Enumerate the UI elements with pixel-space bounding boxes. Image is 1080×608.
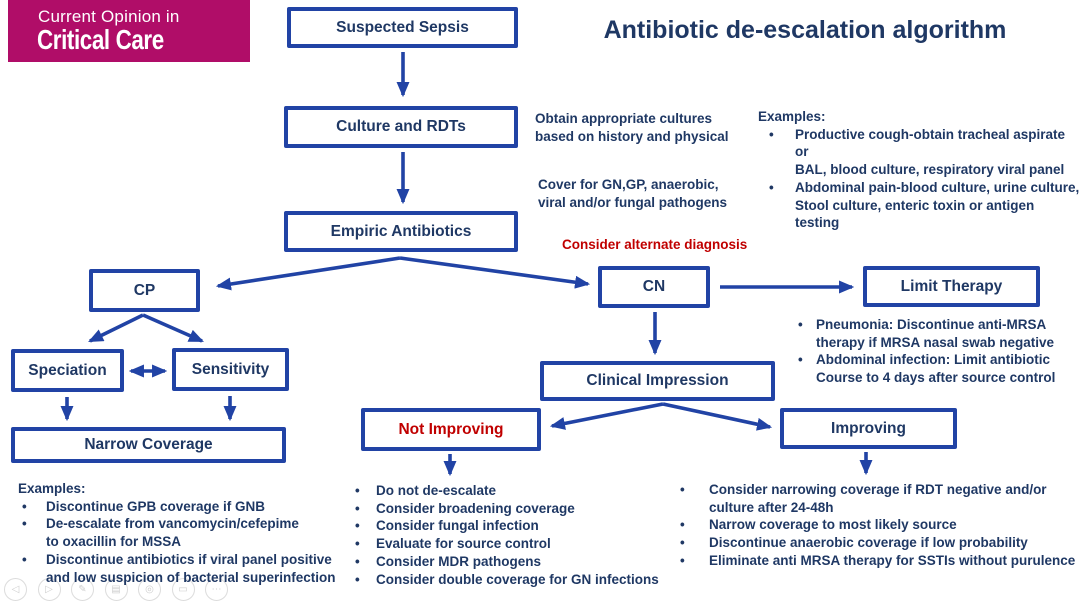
slide-title: Antibiotic de-escalation algorithm (603, 16, 1007, 44)
presenter-toolbar: ◁ ▷ ✎ ▤ ◎ ▭ ⋯ (4, 578, 228, 601)
list-item-text: Pneumonia: Discontinue anti-MRSA therapy… (816, 317, 1055, 350)
bullet: • (355, 500, 360, 516)
list-item: • Abdominal pain-blood culture, urine cu… (756, 179, 1080, 232)
list-item-text: Consider double coverage for GN infectio… (376, 571, 659, 587)
list-item-text: Consider narrowing coverage if RDT negat… (709, 482, 1047, 515)
flow-box-narrow-coverage: Narrow Coverage (11, 427, 286, 463)
bullet: • (769, 179, 774, 195)
list-item: • Discontinue antibiotics if viral panel… (16, 551, 336, 586)
bullet: • (769, 126, 774, 142)
bullet: • (22, 516, 27, 532)
toolbar-icon-glyph: ▷ (45, 584, 53, 595)
improving-actions: • Consider narrowing coverage if RDT neg… (676, 481, 1080, 570)
list-item: • Pneumonia: Discontinue anti-MRSA thera… (796, 316, 1068, 351)
list-item: • Productive cough-obtain tracheal aspir… (756, 126, 1080, 179)
bullet: • (798, 352, 803, 368)
list-item-text: Abdominal pain-blood culture, urine cult… (795, 179, 1080, 231)
bullet: • (355, 536, 360, 552)
examples-bottom-left-title: Examples: (18, 481, 86, 496)
zoom-slide-icon[interactable]: ◎ (138, 578, 161, 601)
list-item: • Discontinue GPB coverage if GNB (16, 498, 336, 516)
list-item: • Consider MDR pathogens (352, 553, 674, 571)
more-options-icon[interactable]: ⋯ (205, 578, 228, 601)
bullet: • (355, 518, 360, 534)
list-item-text: Discontinue antibiotics if viral panel p… (46, 551, 336, 585)
improving-actions-list: • Consider narrowing coverage if RDT neg… (676, 481, 1080, 570)
list-item-text: Evaluate for source control (376, 536, 551, 552)
list-item: • Evaluate for source control (352, 535, 674, 553)
bullet: • (355, 483, 360, 498)
list-item: • Abdominal infection: Limit antibiotic … (796, 351, 1068, 386)
list-item-text: Discontinue GPB coverage if GNB (46, 498, 266, 514)
limit-therapy-notes-list: • Pneumonia: Discontinue anti-MRSA thera… (796, 316, 1068, 387)
examples-top-right-list: • Productive cough-obtain tracheal aspir… (756, 126, 1080, 232)
list-item-text: Discontinue anaerobic coverage if low pr… (709, 535, 1028, 551)
bullet: • (680, 482, 685, 497)
limit-therapy-notes: • Pneumonia: Discontinue anti-MRSA thera… (796, 316, 1068, 387)
toolbar-icon-glyph: ▭ (178, 584, 188, 595)
note-obtain-cultures: Obtain appropriate cultures based on his… (535, 111, 729, 144)
list-item: • Eliminate anti MRSA therapy for SSTIs … (676, 552, 1080, 570)
bullet: • (22, 498, 27, 514)
examples-top-right: Examples: • Productive cough-obtain trac… (756, 108, 1080, 232)
toolbar-icon-glyph: ✎ (78, 584, 87, 595)
list-item: • De-escalate from vancomycin/cefepime t… (16, 515, 336, 550)
next-slide-icon[interactable]: ▷ (37, 578, 61, 601)
list-item-text: Productive cough-obtain tracheal aspirat… (795, 126, 1066, 178)
list-item-text: Consider MDR pathogens (376, 553, 542, 569)
bullet: • (680, 517, 685, 533)
journal-logo: Current Opinion in Critical Care (8, 0, 250, 62)
bullet: • (355, 553, 360, 569)
examples-top-right-title: Examples: (758, 109, 826, 124)
bullet: • (680, 552, 685, 568)
toolbar-icon-glyph: ◁ (11, 584, 20, 595)
bullet: • (680, 535, 685, 551)
list-item: • Consider broadening coverage (352, 500, 674, 518)
examples-bottom-left: Examples: • Discontinue GPB coverage if … (16, 480, 336, 586)
flow-box-culture-and-rdts: Culture and RDTs (284, 106, 518, 148)
flow-box-cp: CP (89, 269, 200, 312)
note-cover-pathogens: Cover for GN,GP, anaerobic, viral and/or… (538, 177, 728, 210)
flow-box-suspected-sepsis: Suspected Sepsis (287, 7, 518, 48)
list-item: • Consider fungal infection (352, 517, 674, 535)
list-item: • Do not de-escalate (352, 482, 674, 500)
subtitles-icon[interactable]: ▭ (171, 578, 195, 601)
pen-icon[interactable]: ✎ (71, 578, 94, 601)
list-item-text: De-escalate from vancomycin/cefepime to … (46, 516, 299, 550)
list-item-text: Consider broadening coverage (376, 500, 575, 516)
journal-logo-line1: Current Opinion in (38, 7, 180, 26)
not-improving-actions-list: • Do not de-escalate • Consider broadeni… (352, 482, 674, 588)
not-improving-actions: • Do not de-escalate • Consider broadeni… (352, 482, 674, 588)
list-item: • Consider narrowing coverage if RDT neg… (676, 481, 1080, 516)
list-item-text: Narrow coverage to most likely source (709, 517, 957, 533)
list-item-text: Eliminate anti MRSA therapy for SSTIs wi… (709, 552, 1076, 568)
flow-box-improving: Improving (780, 408, 957, 449)
bullet: • (355, 571, 360, 587)
flow-box-limit-therapy: Limit Therapy (863, 266, 1040, 307)
flow-box-sensitivity: Sensitivity (172, 348, 289, 391)
list-item: • Discontinue anaerobic coverage if low … (676, 534, 1080, 552)
flow-box-clinical-impression: Clinical Impression (540, 361, 775, 401)
flow-box-not-improving: Not Improving (361, 408, 541, 451)
list-item: • Narrow coverage to most likely source (676, 516, 1080, 534)
previous-slide-icon[interactable]: ◁ (4, 578, 27, 601)
toolbar-icon-glyph: ◎ (145, 584, 154, 595)
examples-bottom-left-list: • Discontinue GPB coverage if GNB • De-e… (16, 498, 336, 587)
list-item-text: Consider fungal infection (376, 518, 539, 534)
bullet: • (22, 551, 27, 567)
toolbar-icon-glyph: ▤ (111, 584, 121, 595)
bullet: • (798, 317, 803, 332)
toolbar-icon-glyph: ⋯ (211, 584, 222, 595)
flow-box-cn: CN (598, 266, 710, 308)
list-item: • Consider double coverage for GN infect… (352, 571, 674, 589)
list-item-text: Abdominal infection: Limit antibiotic Co… (816, 352, 1056, 386)
see-all-slides-icon[interactable]: ▤ (104, 578, 128, 601)
flow-box-speciation: Speciation (11, 349, 124, 392)
list-item-text: Do not de-escalate (376, 483, 497, 498)
journal-logo-line2: Critical Care (37, 24, 164, 55)
note-consider-alternate-diagnosis: Consider alternate diagnosis (562, 237, 748, 252)
flow-box-empiric-antibiotics: Empiric Antibiotics (284, 211, 518, 252)
